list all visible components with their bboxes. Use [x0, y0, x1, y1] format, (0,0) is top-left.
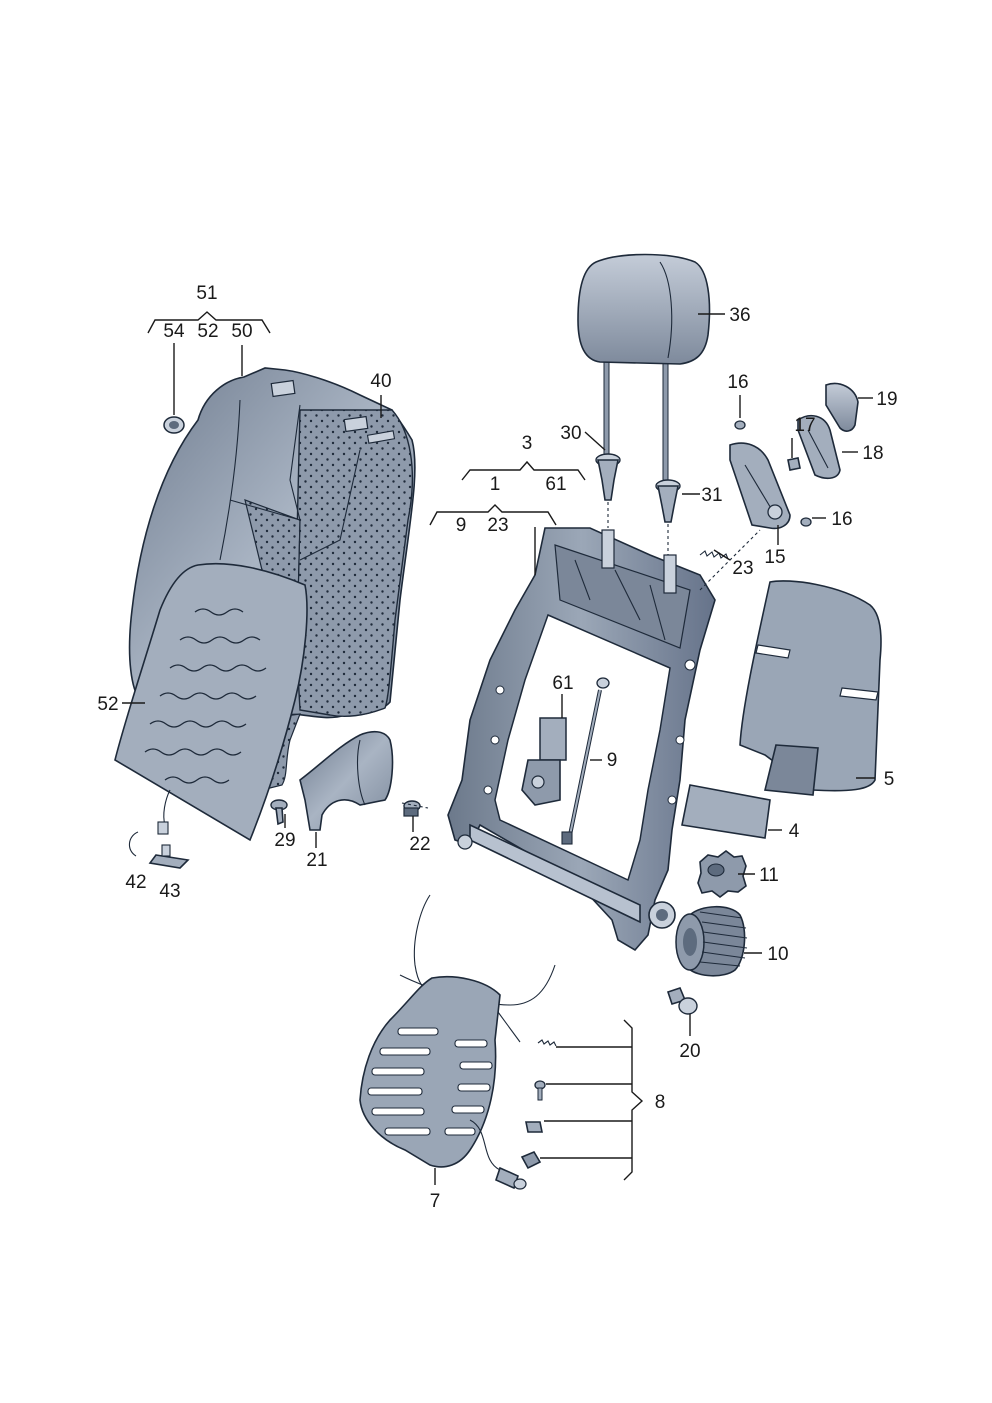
headrest-part [577, 253, 711, 481]
label-5: 5 [884, 769, 895, 790]
clip-42-part [128, 831, 139, 857]
part-labels: 51 54 52 50 40 52 42 43 29 21 22 3 1 61 … [97, 283, 897, 1212]
label-18: 18 [862, 443, 883, 464]
screw-29-part [270, 799, 288, 826]
label-61-top: 61 [545, 474, 566, 495]
guide-sleeve-31-part [655, 479, 681, 523]
label-52-top: 52 [197, 321, 218, 342]
handwheel-10-part [675, 905, 748, 977]
label-54: 54 [163, 321, 185, 342]
label-19: 19 [876, 389, 897, 410]
label-8: 8 [655, 1092, 666, 1113]
label-22: 22 [409, 834, 430, 855]
screw-16-part [734, 420, 812, 527]
guide-sleeve-30-part [595, 453, 621, 501]
label-9-top: 9 [456, 515, 467, 536]
label-20: 20 [679, 1041, 700, 1062]
label-9-cable: 9 [607, 750, 618, 771]
bowden-cable-9-part [561, 677, 610, 845]
label-4: 4 [789, 821, 800, 842]
grommet-54-part [163, 416, 185, 434]
label-23-spring: 23 [732, 558, 753, 579]
tension-spring-23-part [699, 550, 729, 560]
lumbar-motor-61-part [521, 717, 567, 806]
backrest-panel-5-part [739, 580, 882, 796]
small-parts-8-part [520, 1039, 557, 1170]
label-3: 3 [522, 433, 533, 454]
label-42: 42 [125, 872, 146, 893]
trim-cap-18-part [797, 414, 841, 480]
label-16-bottom: 16 [831, 509, 852, 530]
label-29: 29 [274, 830, 295, 851]
label-7: 7 [430, 1191, 441, 1212]
label-43: 43 [159, 881, 180, 902]
spring-clip-17-part [787, 457, 801, 471]
label-61-motor: 61 [552, 673, 573, 694]
heating-mat-part [114, 562, 308, 842]
label-40: 40 [370, 371, 391, 392]
label-15: 15 [764, 547, 785, 568]
backrest-frame-part [447, 527, 716, 952]
release-handle-19-part [825, 382, 859, 432]
cover-trim-21-part [299, 730, 394, 831]
label-52-mat: 52 [97, 694, 118, 715]
label-51: 51 [196, 283, 217, 304]
leader-lines [122, 311, 875, 1185]
label-23-top: 23 [487, 515, 508, 536]
rivet-22-part [403, 800, 421, 817]
label-16-top: 16 [727, 372, 748, 393]
lumbar-support-7-part [359, 894, 556, 1190]
release-lever-housing-15-part [729, 442, 791, 530]
label-11: 11 [759, 865, 779, 886]
label-10: 10 [767, 944, 788, 965]
label-30: 30 [560, 423, 581, 444]
label-1: 1 [490, 474, 501, 495]
label-31: 31 [701, 485, 722, 506]
pad-4-part [681, 784, 771, 839]
label-50: 50 [231, 321, 252, 342]
adjuster-knob-11-part [697, 850, 747, 898]
bolt-20-part [666, 987, 698, 1015]
label-17: 17 [794, 415, 815, 436]
label-36: 36 [729, 305, 750, 326]
label-21: 21 [306, 850, 327, 871]
clip-43-part [148, 844, 190, 869]
